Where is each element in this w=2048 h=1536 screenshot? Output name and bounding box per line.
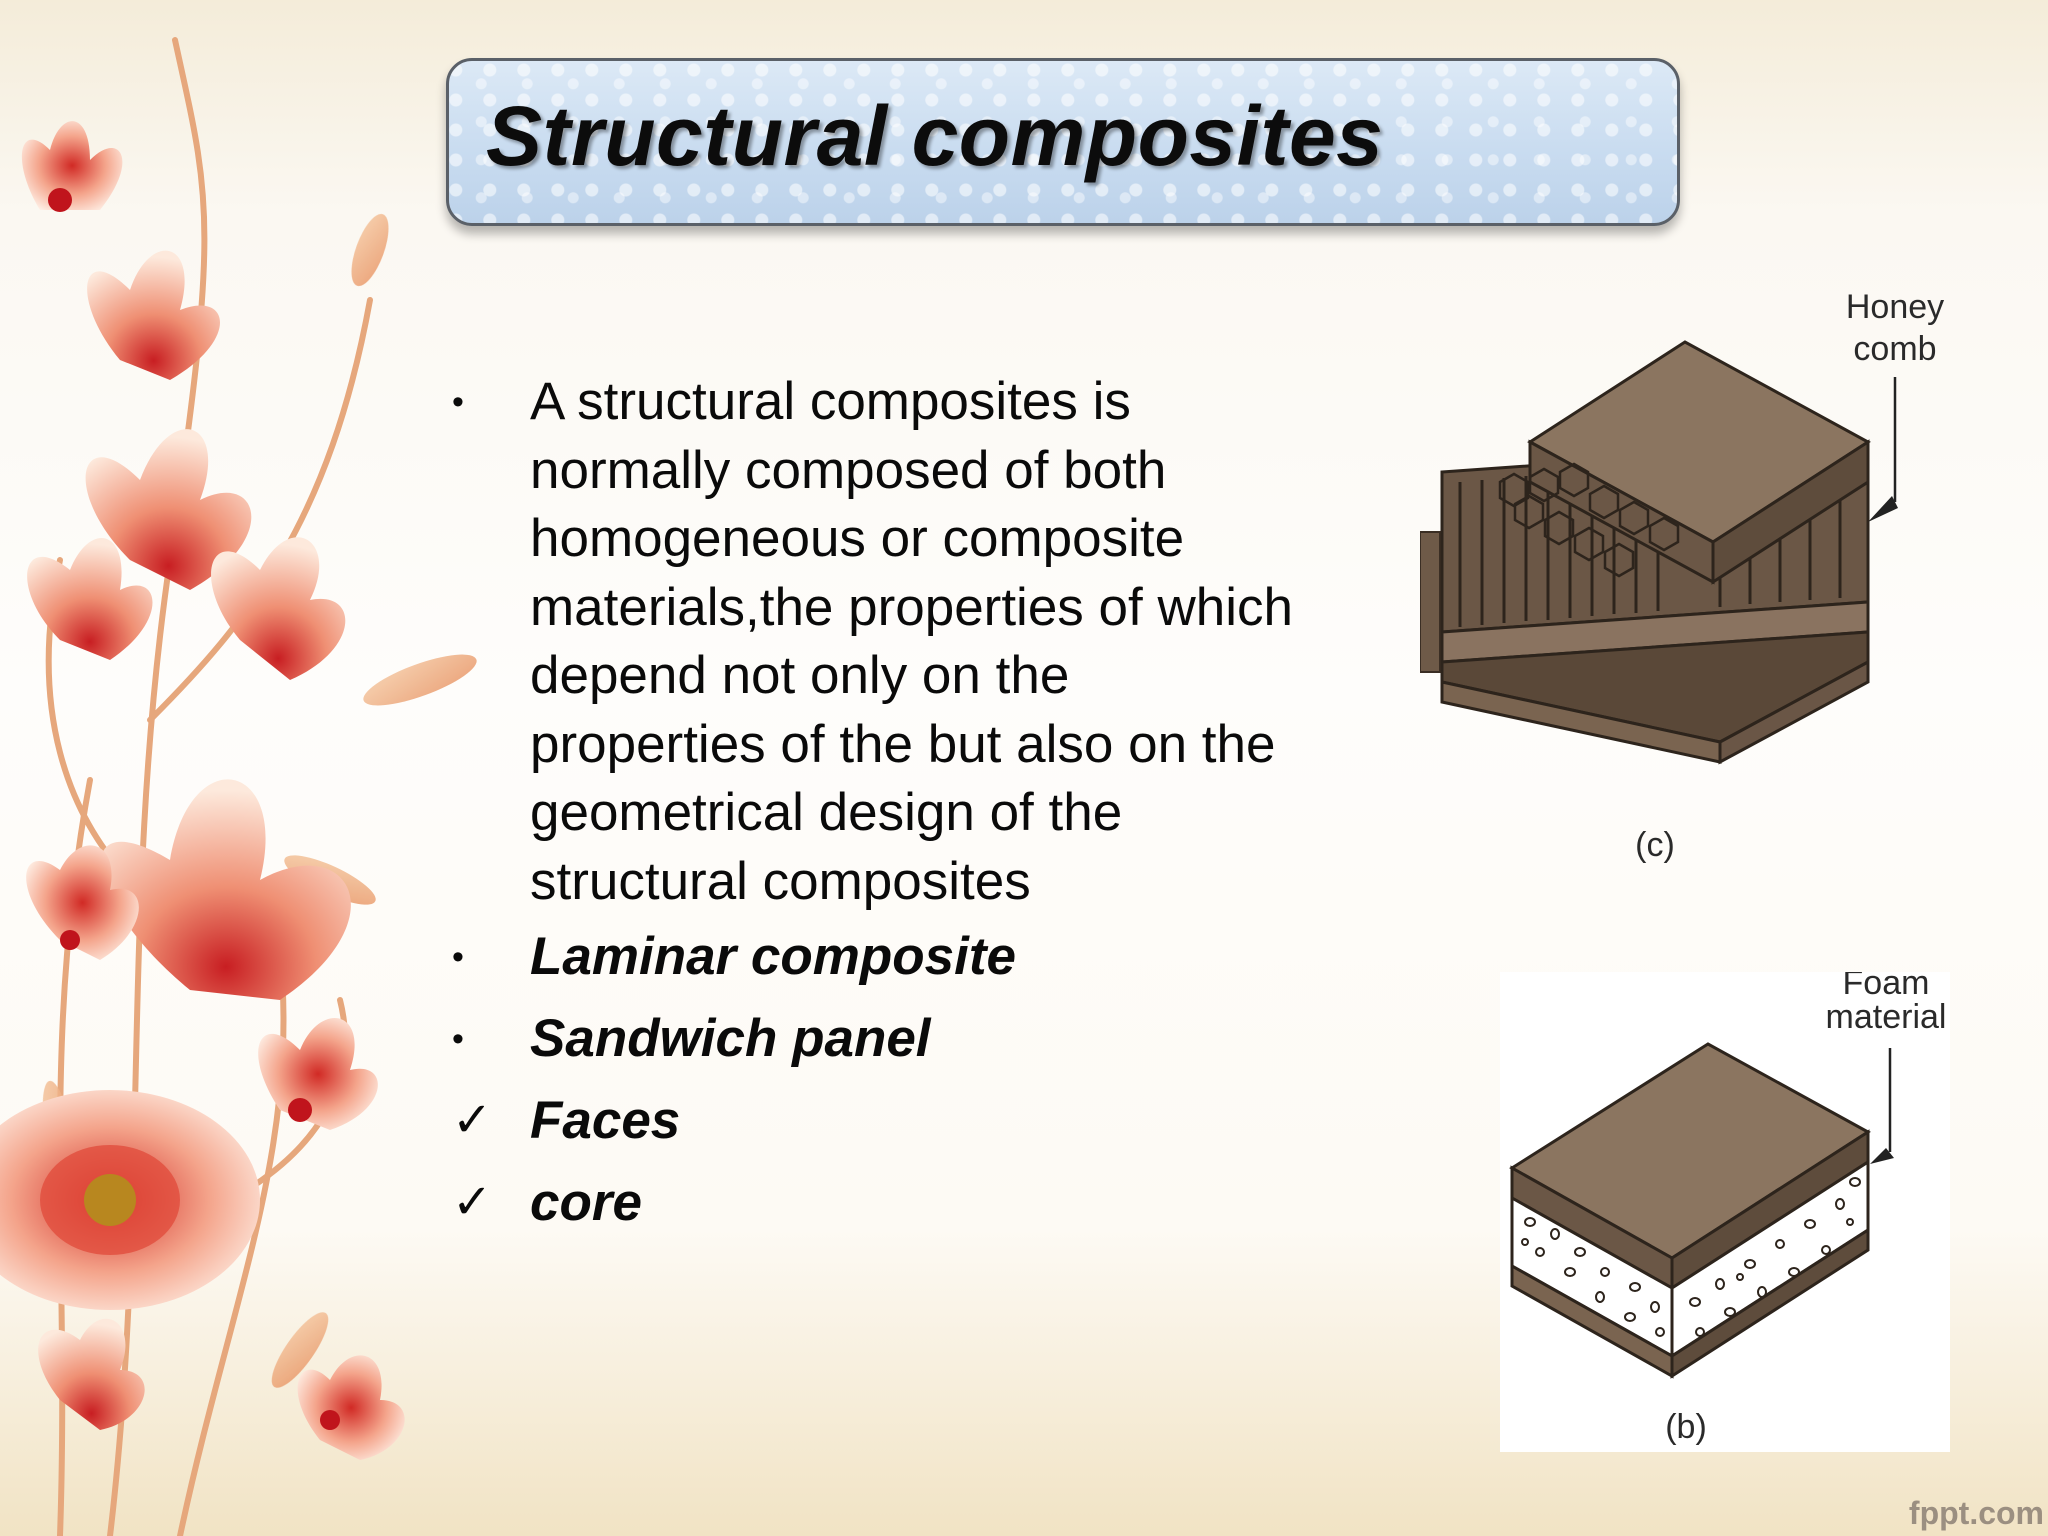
item-sandwich-panel: Sandwich panel bbox=[530, 1009, 931, 1068]
slide-title: Structural composites bbox=[486, 89, 1384, 183]
paragraph-text: A structural composites is normally comp… bbox=[530, 372, 1293, 911]
callout-label-line1: Foam bbox=[1843, 972, 1930, 1002]
honeycomb-cells bbox=[1498, 462, 1680, 578]
checkmark-icon: ✓ bbox=[452, 1176, 493, 1229]
list-item: • Sandwich panel bbox=[452, 1008, 1302, 1070]
top-face-side-edge bbox=[1711, 439, 1870, 585]
cut-edge bbox=[1420, 531, 1441, 673]
bullet-marker: • bbox=[452, 938, 464, 976]
list-item: • A structural composites is normally co… bbox=[452, 368, 1302, 916]
callout-label-line2: comb bbox=[1853, 330, 1936, 368]
list-item: • Laminar composite bbox=[452, 926, 1302, 988]
item-laminar-composite: Laminar composite bbox=[530, 927, 1016, 986]
bullet-marker: • bbox=[452, 383, 464, 421]
bottom-face-side bbox=[1670, 1227, 1870, 1379]
footer-brand[interactable]: fppt.com bbox=[1908, 1495, 2044, 1531]
foam-bubbles bbox=[1521, 1177, 1861, 1337]
honeycomb-sandwich-figure: Honey comb (c) bbox=[1420, 288, 1944, 864]
figure-label-b: (b) bbox=[1665, 1408, 1707, 1446]
callout-label-line2: material bbox=[1826, 998, 1947, 1036]
checkmark-icon: ✓ bbox=[452, 1094, 493, 1147]
figure-label-c: (c) bbox=[1635, 826, 1675, 864]
callout-label-line1: Honey bbox=[1846, 288, 1944, 326]
list-item: ✓ Faces bbox=[452, 1090, 1302, 1152]
list-item: ✓ core bbox=[452, 1172, 1302, 1234]
bullet-marker: • bbox=[452, 1020, 464, 1058]
foam-sandwich-figure: Foam material (b) bbox=[1500, 972, 1950, 1452]
title-banner bbox=[446, 58, 1680, 226]
item-faces: Faces bbox=[530, 1091, 681, 1150]
floral-decoration bbox=[0, 37, 477, 1536]
item-core: core bbox=[530, 1173, 642, 1232]
bullet-list: • A structural composites is normally co… bbox=[452, 368, 1302, 1254]
